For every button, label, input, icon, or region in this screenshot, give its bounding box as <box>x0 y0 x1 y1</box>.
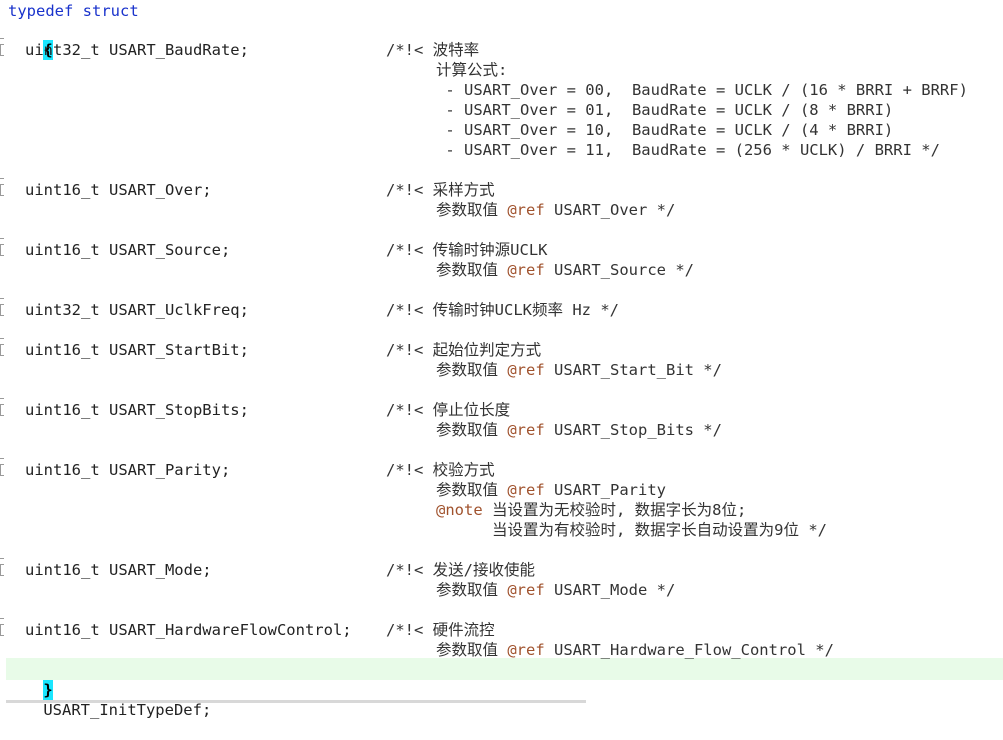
horizontal-scrollbar[interactable] <box>6 700 586 703</box>
fold-separator <box>0 178 4 179</box>
comment-text: 参数取值 <box>436 641 508 659</box>
comment-text: - USART_Over = 01, BaudRate = UCLK / (8 … <box>436 101 894 119</box>
field-comment-continuation: 参数取值 @ref USART_Over */ <box>436 200 675 220</box>
fold-marker-icon[interactable] <box>0 244 4 256</box>
fold-marker-icon[interactable] <box>0 464 4 476</box>
field-comment-continuation: 计算公式: <box>436 60 507 80</box>
note-tag: @note <box>436 501 483 519</box>
field-declaration: uint32_t USART_BaudRate; <box>25 41 249 59</box>
comment-text: /*!< 停止位长度 <box>386 401 511 419</box>
fold-marker-icon[interactable] <box>0 44 4 56</box>
ref-tag: @ref <box>507 361 545 379</box>
comment-text: /*!< 起始位判定方式 <box>386 341 542 359</box>
field-comment: /*!< 发送/接收使能 <box>386 560 535 580</box>
field-comment-continuation: 参数取值 @ref USART_Parity <box>436 480 666 500</box>
fold-marker-icon[interactable] <box>0 304 4 316</box>
fold-separator <box>0 238 4 239</box>
field-comment-continuation: - USART_Over = 00, BaudRate = UCLK / (16… <box>436 80 968 100</box>
field-comment-continuation: - USART_Over = 10, BaudRate = UCLK / (4 … <box>436 120 893 140</box>
ref-tag: @ref <box>507 201 545 219</box>
ref-tag: @ref <box>507 641 545 659</box>
field-comment: /*!< 校验方式 <box>386 460 495 480</box>
typedef-keyword-line: typedef struct <box>8 2 139 20</box>
field-comment: /*!< 传输时钟源UCLK <box>386 240 548 260</box>
field-declaration: uint16_t USART_StartBit; <box>25 341 249 359</box>
ref-tag: @ref <box>507 421 545 439</box>
fold-separator <box>0 458 4 459</box>
code-editor[interactable]: typedef struct { uint32_t USART_BaudRate… <box>0 0 1003 719</box>
field-comment: /*!< 采样方式 <box>386 180 495 200</box>
field-comment-continuation: 参数取值 @ref USART_Stop_Bits */ <box>436 420 722 440</box>
field-comment: /*!< 传输时钟UCLK频率 Hz */ <box>386 300 619 320</box>
comment-text: /*!< 采样方式 <box>386 181 495 199</box>
field-comment: /*!< 起始位判定方式 <box>386 340 541 360</box>
fold-marker-icon[interactable] <box>0 404 4 416</box>
ref-tag: @ref <box>507 581 545 599</box>
comment-text: /*!< 传输时钟UCLK频率 Hz */ <box>386 301 619 319</box>
comment-text: 参数取值 <box>436 481 508 499</box>
typedef-name: USART_InitTypeDef; <box>43 701 212 719</box>
comment-text: 参数取值 <box>436 361 508 379</box>
comment-text: USART_Stop_Bits */ <box>544 421 722 439</box>
comment-text: USART_Hardware_Flow_Control */ <box>544 641 834 659</box>
comment-text: - USART_Over = 00, BaudRate = UCLK / (16… <box>436 81 968 99</box>
fold-separator <box>0 398 4 399</box>
fold-marker-icon[interactable] <box>0 624 4 636</box>
current-line-highlight <box>0 658 1003 680</box>
fold-marker-icon[interactable] <box>0 564 4 576</box>
field-comment: /*!< 硬件流控 <box>386 620 495 640</box>
ref-tag: @ref <box>507 261 545 279</box>
comment-text: 参数取值 <box>436 581 508 599</box>
field-declaration: uint16_t USART_Source; <box>25 241 231 259</box>
field-comment-continuation: 参数取值 @ref USART_Hardware_Flow_Control */ <box>436 640 834 660</box>
field-comment-continuation: 参数取值 @ref USART_Start_Bit */ <box>436 360 722 380</box>
fold-marker-icon[interactable] <box>0 344 4 356</box>
fold-separator <box>0 298 4 299</box>
fold-gutter[interactable] <box>0 0 6 703</box>
comment-text: 计算公式: <box>436 61 508 79</box>
open-brace-line: { <box>6 20 53 60</box>
field-comment-continuation: @note 当设置为无校验时, 数据字长为8位; <box>436 500 746 520</box>
comment-text: /*!< 波特率 <box>386 41 480 59</box>
field-declaration: uint16_t USART_HardwareFlowControl; <box>25 621 352 639</box>
field-declaration: uint32_t USART_UclkFreq; <box>25 301 249 319</box>
close-brace: } <box>43 680 53 700</box>
fold-separator <box>0 338 4 339</box>
field-comment-continuation: - USART_Over = 11, BaudRate = (256 * UCL… <box>436 140 940 160</box>
field-declaration: uint16_t USART_Mode; <box>25 561 212 579</box>
comment-text: 参数取值 <box>436 421 508 439</box>
close-brace-line: } USART_InitTypeDef; <box>6 660 211 719</box>
ref-tag: @ref <box>507 481 545 499</box>
field-comment: /*!< 波特率 <box>386 40 479 60</box>
comment-text: 参数取值 <box>436 201 508 219</box>
comment-text: 参数取值 <box>436 261 508 279</box>
comment-text: USART_Source */ <box>544 261 694 279</box>
fold-separator <box>0 558 4 559</box>
comment-text: USART_Mode */ <box>544 581 676 599</box>
comment-text: /*!< 硬件流控 <box>386 621 495 639</box>
field-comment-continuation: 参数取值 @ref USART_Source */ <box>436 260 694 280</box>
comment-text: - USART_Over = 10, BaudRate = UCLK / (4 … <box>436 121 894 139</box>
field-comment-continuation: 当设置为有校验时, 数据字长自动设置为9位 */ <box>436 520 827 540</box>
field-declaration: uint16_t USART_Parity; <box>25 461 231 479</box>
comment-text: /*!< 发送/接收使能 <box>386 561 535 579</box>
comment-text: /*!< 校验方式 <box>386 461 495 479</box>
open-brace: { <box>43 40 53 60</box>
comment-text: USART_Over */ <box>544 201 676 219</box>
fold-separator <box>0 618 4 619</box>
field-comment-continuation: 参数取值 @ref USART_Mode */ <box>436 580 675 600</box>
field-declaration: uint16_t USART_Over; <box>25 181 212 199</box>
field-declaration: uint16_t USART_StopBits; <box>25 401 249 419</box>
comment-text: 当设置为无校验时, 数据字长为8位; <box>482 501 747 519</box>
comment-text: - USART_Over = 11, BaudRate = (256 * UCL… <box>436 141 940 159</box>
comment-text: USART_Parity <box>544 481 666 499</box>
field-comment-continuation: - USART_Over = 01, BaudRate = UCLK / (8 … <box>436 100 893 120</box>
comment-text: /*!< 传输时钟源UCLK <box>386 241 548 259</box>
field-comment: /*!< 停止位长度 <box>386 400 510 420</box>
fold-marker-icon[interactable] <box>0 184 4 196</box>
comment-text: USART_Start_Bit */ <box>544 361 722 379</box>
fold-separator <box>0 38 4 39</box>
comment-text: 当设置为有校验时, 数据字长自动设置为9位 */ <box>436 521 827 539</box>
